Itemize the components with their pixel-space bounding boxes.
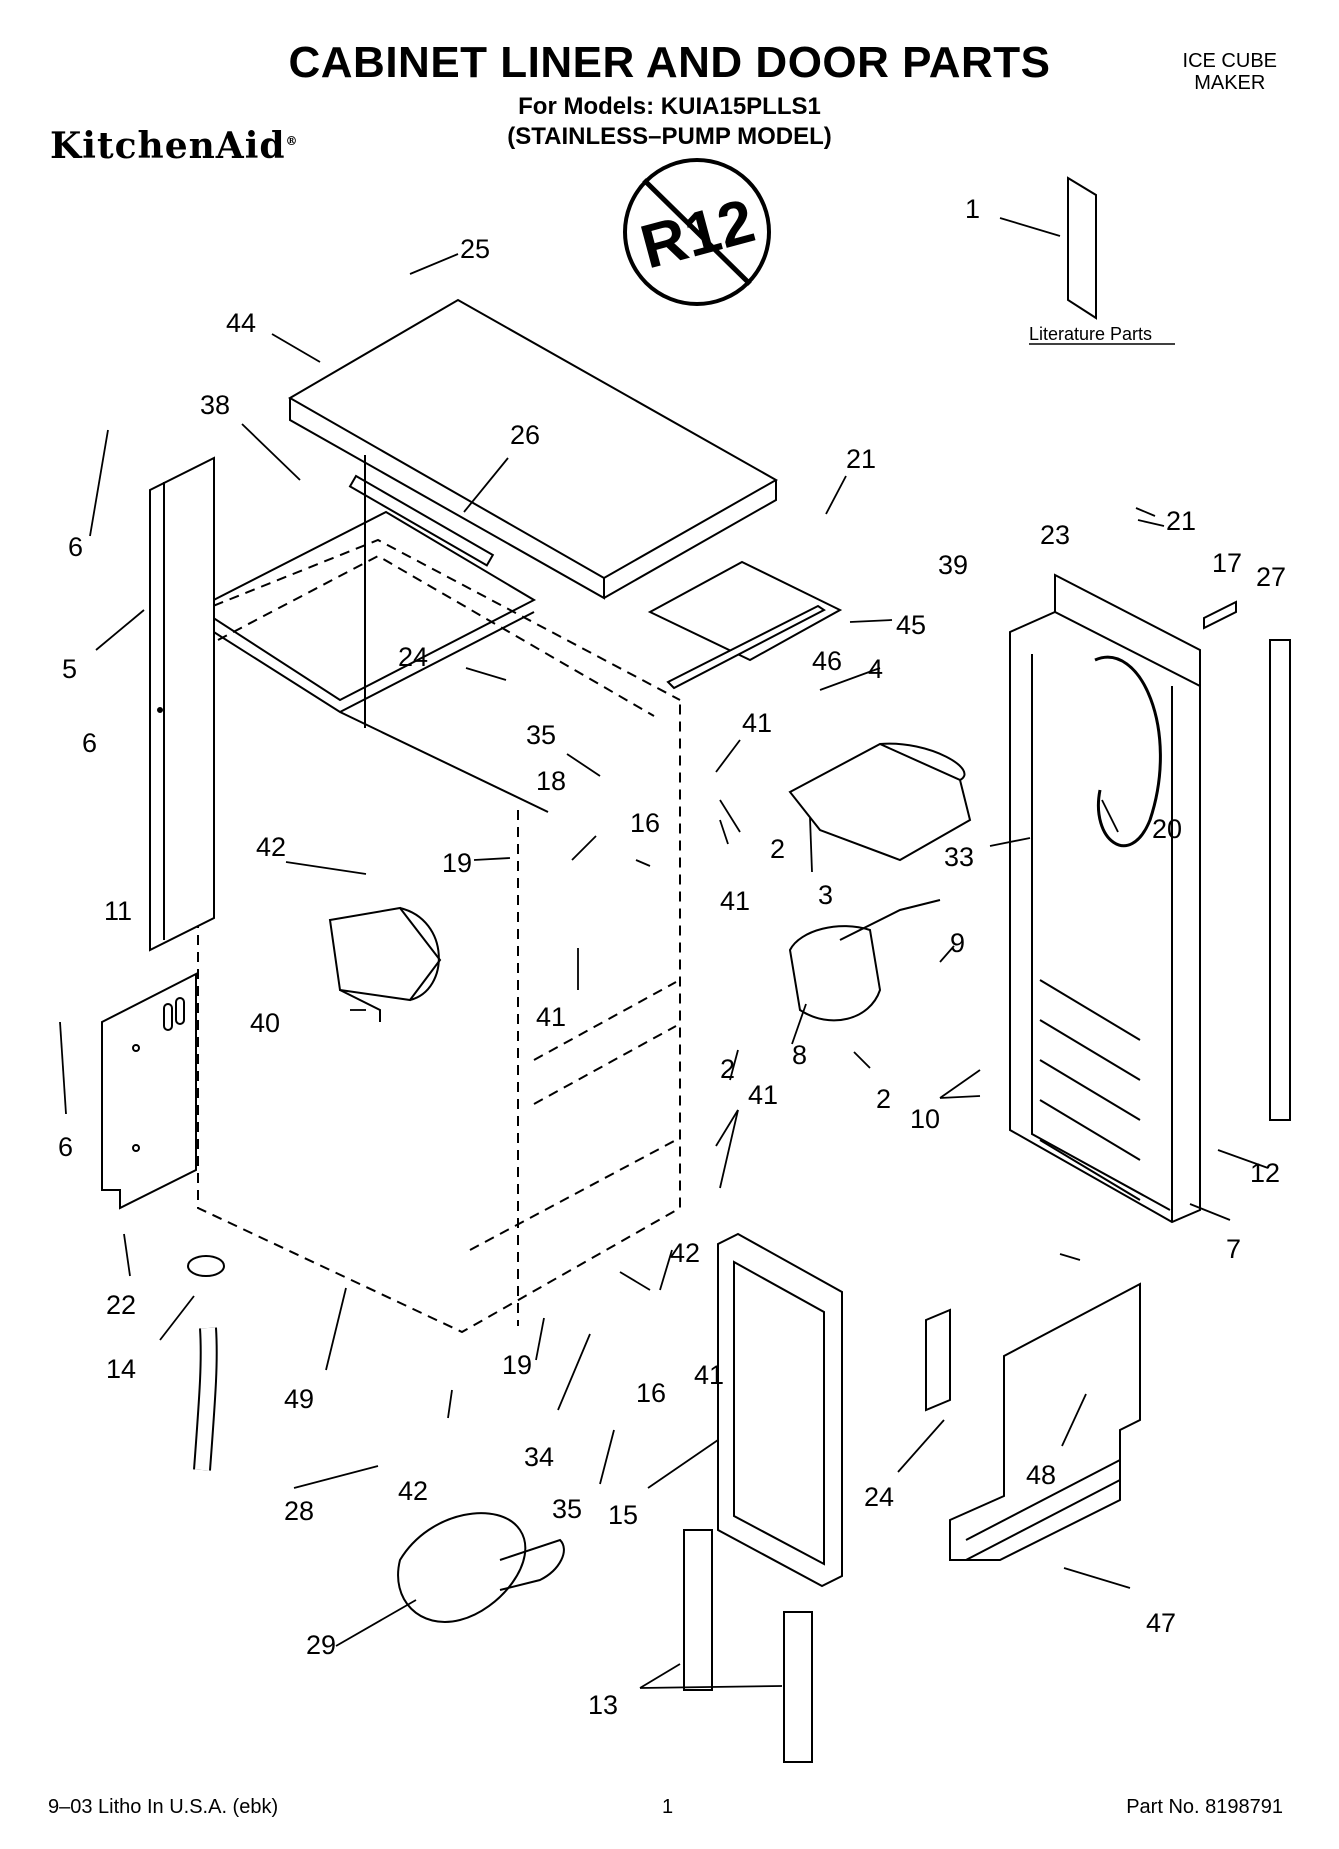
callout-49: 49 [284,1384,314,1414]
callout-39: 41 [536,1002,566,1032]
callout-18: 18 [536,766,566,796]
callout-39: 41 [748,1080,778,1110]
lower-front-panel [949,1282,1141,1561]
callout-11: 11 [104,896,132,926]
callout-31: 33 [944,842,974,872]
model-number: For Models: KUIA15PLLS1 [518,93,821,120]
callout-9: 9 [950,928,965,958]
brand-name: KitchenAid [50,125,286,167]
callout-33: 34 [524,1442,554,1472]
callout-40: 40 [250,1008,280,1038]
callout-16: 16 [636,1378,666,1408]
brand-logo: KitchenAid® [50,125,299,167]
callout-46: 46 [812,646,842,676]
footer-litho: 9–03 Litho In U.S.A. (ebk) [48,1796,279,1818]
callout-numbers: 1 25 44 38 26 21 21 6 23 39 17 27 45 5 2… [58,194,1286,1720]
callout-42: 42 [670,1238,700,1268]
callout-6: 6 [68,532,83,562]
cabinet-door [717,1232,843,1588]
cabinet-top [288,298,779,728]
category-line-1: ICE CUBE [1182,50,1277,72]
callout-3: 3 [818,880,833,910]
callout-13: 13 [588,1690,618,1720]
category-line-2: MAKER [1194,72,1266,94]
callout-34: 35 [526,720,556,750]
ice-scoop-holder [788,742,972,862]
callout-48: 48 [1026,1460,1056,1490]
door-trim-right [783,1611,813,1763]
callout-5: 5 [62,654,77,684]
callout-1: 1 [965,194,980,224]
product-category: ICE CUBE MAKER [1183,50,1277,94]
model-info: For Models: KUIA15PLLS1 (STAINLESS–PUMP … [0,92,1339,152]
callout-39: 41 [694,1360,724,1390]
callout-8: 8 [792,1040,807,1070]
callout-44: 44 [226,308,256,338]
callout-19: 19 [442,848,472,878]
rear-lower-panel [101,972,197,1210]
pump-motor [788,899,941,1022]
callout-2: 2 [876,1084,891,1114]
literature-label: Literature Parts [1029,324,1152,344]
callout-16: 16 [630,808,660,838]
callout-leaders [59,217,1269,1689]
page-title: CABINET LINER AND DOOR PARTS [288,38,1051,87]
door-liner [1009,573,1201,1224]
footer-page-number: 1 [662,1796,674,1818]
literature-booklet: Literature Parts [1029,176,1175,345]
callout-14: 14 [106,1354,136,1384]
drain-bracket [925,1308,951,1412]
callout-41: 42 [256,832,286,862]
footer-part-number: Part No. 8198791 [1126,1796,1283,1818]
callout-24: 23 [1040,520,1070,550]
callout-6: 6 [58,1132,73,1162]
air-duct [328,906,442,1022]
door-gasket-strip [1269,639,1291,1121]
callout-39: 41 [742,708,772,738]
side-panel [149,456,215,952]
callout-19: 19 [502,1350,532,1380]
callout-38: 39 [938,550,968,580]
door-trim-left [683,1529,713,1691]
cabinet-liner-outline [197,538,681,1334]
no-r12-badge: R12 [623,158,771,306]
cabinet-top-frame [196,510,549,813]
callout-15: 15 [608,1500,638,1530]
callout-25: 24 [864,1482,894,1512]
callout-23: 25 [460,234,490,264]
callout-7: 7 [1226,1234,1241,1264]
callout-2: 2 [770,834,785,864]
callout-21: 21 [1166,506,1196,536]
callout-45: 45 [896,610,926,640]
callout-12: 12 [1250,1158,1280,1188]
callout-17: 17 [1212,548,1242,578]
callout-6: 6 [82,728,97,758]
callout-10: 10 [910,1104,940,1134]
callout-26: 26 [510,420,540,450]
callout-2: 2 [720,1054,735,1084]
registered-mark: ® [285,134,299,148]
callout-4: 4 [868,654,883,684]
small-trim [1203,600,1237,630]
insulation-pad [647,560,843,662]
drip-strip [666,604,826,690]
callout-34: 35 [552,1494,582,1524]
callout-35: 38 [200,390,230,420]
callout-21: 21 [846,444,876,474]
callout-29: 29 [306,1630,336,1660]
callout-47: 47 [1146,1608,1176,1638]
callout-42: 42 [398,1476,428,1506]
callout-22: 22 [106,1290,136,1320]
callout-20: 20 [1152,814,1182,844]
callout-28: 28 [284,1496,314,1526]
callout-30: 24 [398,642,428,672]
model-variant: (STAINLESS–PUMP MODEL) [507,123,832,150]
hose-clamp [187,1255,225,1277]
callout-39: 41 [720,886,750,916]
ice-scoop [397,1512,565,1623]
callout-27: 27 [1256,562,1286,592]
